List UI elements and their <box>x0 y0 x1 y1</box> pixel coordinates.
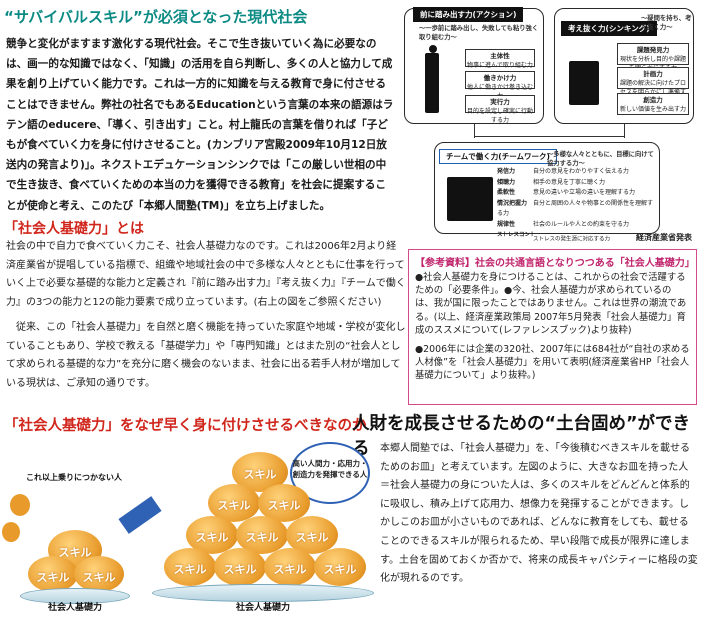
teamwork-item-3: 柔軟性意見の違いや立場の違いを理解する力 <box>497 189 636 196</box>
teamwork-items: 発信力自分の意見をわかりやすく伝える力 傾聴力相手の意見を丁寧に聴く力 柔軟性意… <box>497 167 657 245</box>
skill-egg: スキル <box>258 484 310 522</box>
connector-line <box>624 124 625 138</box>
section2-title: 「社会人基礎力」とは <box>4 221 144 237</box>
skill-egg: スキル <box>28 556 78 592</box>
section2-body: 社会の中で自力で食べていく力こそ、社会人基礎力なのです。これは2006年2月より… <box>6 238 406 394</box>
thinking-box-sub: 〜疑問を持ち、考え抜く力〜 <box>641 15 692 31</box>
skill-egg: スキル <box>208 484 260 522</box>
reference-title: 【参考資料】社会の共通言語となりつつある「社会人基礎力」 <box>415 258 695 269</box>
section3-body: 本郷人間塾では、「社会人基礎力」を、「今後積むべきスキルを載せるためのお皿」と考… <box>380 443 698 585</box>
skill-egg: スキル <box>164 548 216 586</box>
teamwork-item-6: ストレスコントロール力ストレスの発生源に対応する力 <box>497 232 611 243</box>
action-item-3: 実行力目的を設定し確実に行動する力 <box>465 95 535 124</box>
teamwork-item-5: 規律性社会のルールや人との約束を守る力 <box>497 220 629 228</box>
action-box: 前に踏み出す力(アクション) 〜一歩前に踏み出し、失敗しても粘り強く取り組む力〜… <box>404 7 544 124</box>
walking-person-icon <box>425 53 439 113</box>
thinking-person-icon <box>569 61 599 105</box>
skill-egg: スキル <box>186 516 238 554</box>
large-plate <box>152 584 374 602</box>
skill-plate-illustration: これ以上乗りにつかない人 スキル スキル スキル 社会人基礎力 高い人間力・応用… <box>0 438 378 621</box>
teamwork-item-1: 発信力自分の意見をわかりやすく伝える力 <box>497 168 629 175</box>
teamwork-box-sub: 〜多様な人々とともに、目標に向けて協力する力〜 <box>547 151 654 167</box>
teamwork-item-4: 情況把握力自分と周囲の人々や物事との関係性を理解する力 <box>497 199 653 218</box>
growth-arrow-icon <box>118 496 162 534</box>
skill-egg: スキル <box>236 516 288 554</box>
falling-skill-icon <box>2 522 20 542</box>
connector-line <box>474 136 624 137</box>
skill-egg: スキル <box>264 548 316 586</box>
reference-box: 【参考資料】社会の共通言語となりつつある「社会人基礎力」 ●社会人基礎力を身につ… <box>408 249 697 405</box>
teamwork-box: チームで働く力(チームワーク) 〜多様な人々とともに、目標に向けて協力する力〜 … <box>434 142 660 243</box>
skill-egg: スキル <box>214 548 266 586</box>
action-item-1: 主体性物事に進んで取り組む力 <box>465 49 535 69</box>
section3-title: 「社会人基礎力」をなぜ早く身に付けさせるべきなのか <box>4 418 367 434</box>
action-box-sub: 〜一歩前に踏み出し、失敗しても粘り強く取り組む力〜 <box>419 25 539 41</box>
team-people-icon <box>447 177 493 221</box>
thinking-item-1: 課題発見力現状を分析し目的や課題を明らかにする力 <box>617 43 689 72</box>
small-plate <box>20 588 130 604</box>
thinking-item-3: 創造力新しい価値を生み出す力 <box>617 93 689 115</box>
teamwork-item-2: 傾聴力相手の意見を丁寧に聴く力 <box>497 178 606 186</box>
skill-egg: スキル <box>286 516 338 554</box>
falling-skill-icon <box>10 494 30 516</box>
thinking-item-2: 計画力課題の解決に向けたプロセスを明らかにし準備する力 <box>617 67 689 105</box>
section2-para2: 従来、この「社会人基礎力」を自然と磨く機能を持っていた家庭や地域・学校が変化して… <box>6 321 406 389</box>
small-plate-label-text: 社会人基礎力 <box>47 603 102 613</box>
intro-title: “サバイバルスキル”が必須となった現代社会 <box>4 8 308 26</box>
thinking-box: 考え抜く力(シンキング) 〜疑問を持ち、考え抜く力〜 課題発見力現状を分析し目的… <box>554 8 694 124</box>
thinking-box-title: 考え抜く力(シンキング) <box>561 21 657 36</box>
fundamental-skills-diagram: 前に踏み出す力(アクション) 〜一歩前に踏み出し、失敗しても粘り強く取り組む力〜… <box>404 4 698 244</box>
small-plate-label: これ以上乗りにつかない人 <box>26 473 122 482</box>
reference-para2: ●2006年には企業の320社、2007年には684社が“自社の求める人材像”を… <box>415 344 690 382</box>
skill-egg: スキル <box>74 556 124 592</box>
section2-para1: 社会の中で自力で食べていく力こそ、社会人基礎力なのです。これは2006年2月より… <box>6 241 406 309</box>
action-item-2: 働きかけ力他人に働きかけ巻き込む力 <box>465 71 535 100</box>
intro-body: 競争と変化がますます激化する現代社会。そこで生き抜いていく為に必要なのは、画一的… <box>6 38 394 212</box>
large-plate-label-text: 社会人基礎力 <box>235 603 290 613</box>
reference-para1: ●社会人基礎力を身につけることは、これからの社会で活躍するための「必要条件」。●… <box>415 272 687 336</box>
action-box-title: 前に踏み出す力(アクション) <box>413 7 524 22</box>
connector-line <box>474 124 475 138</box>
person-head-icon <box>429 45 437 53</box>
diagram-credit: 経済産業省発表 <box>636 233 692 242</box>
skill-egg: スキル <box>314 548 366 586</box>
teamwork-box-title: チームで働く力(チームワーク) <box>439 149 557 164</box>
